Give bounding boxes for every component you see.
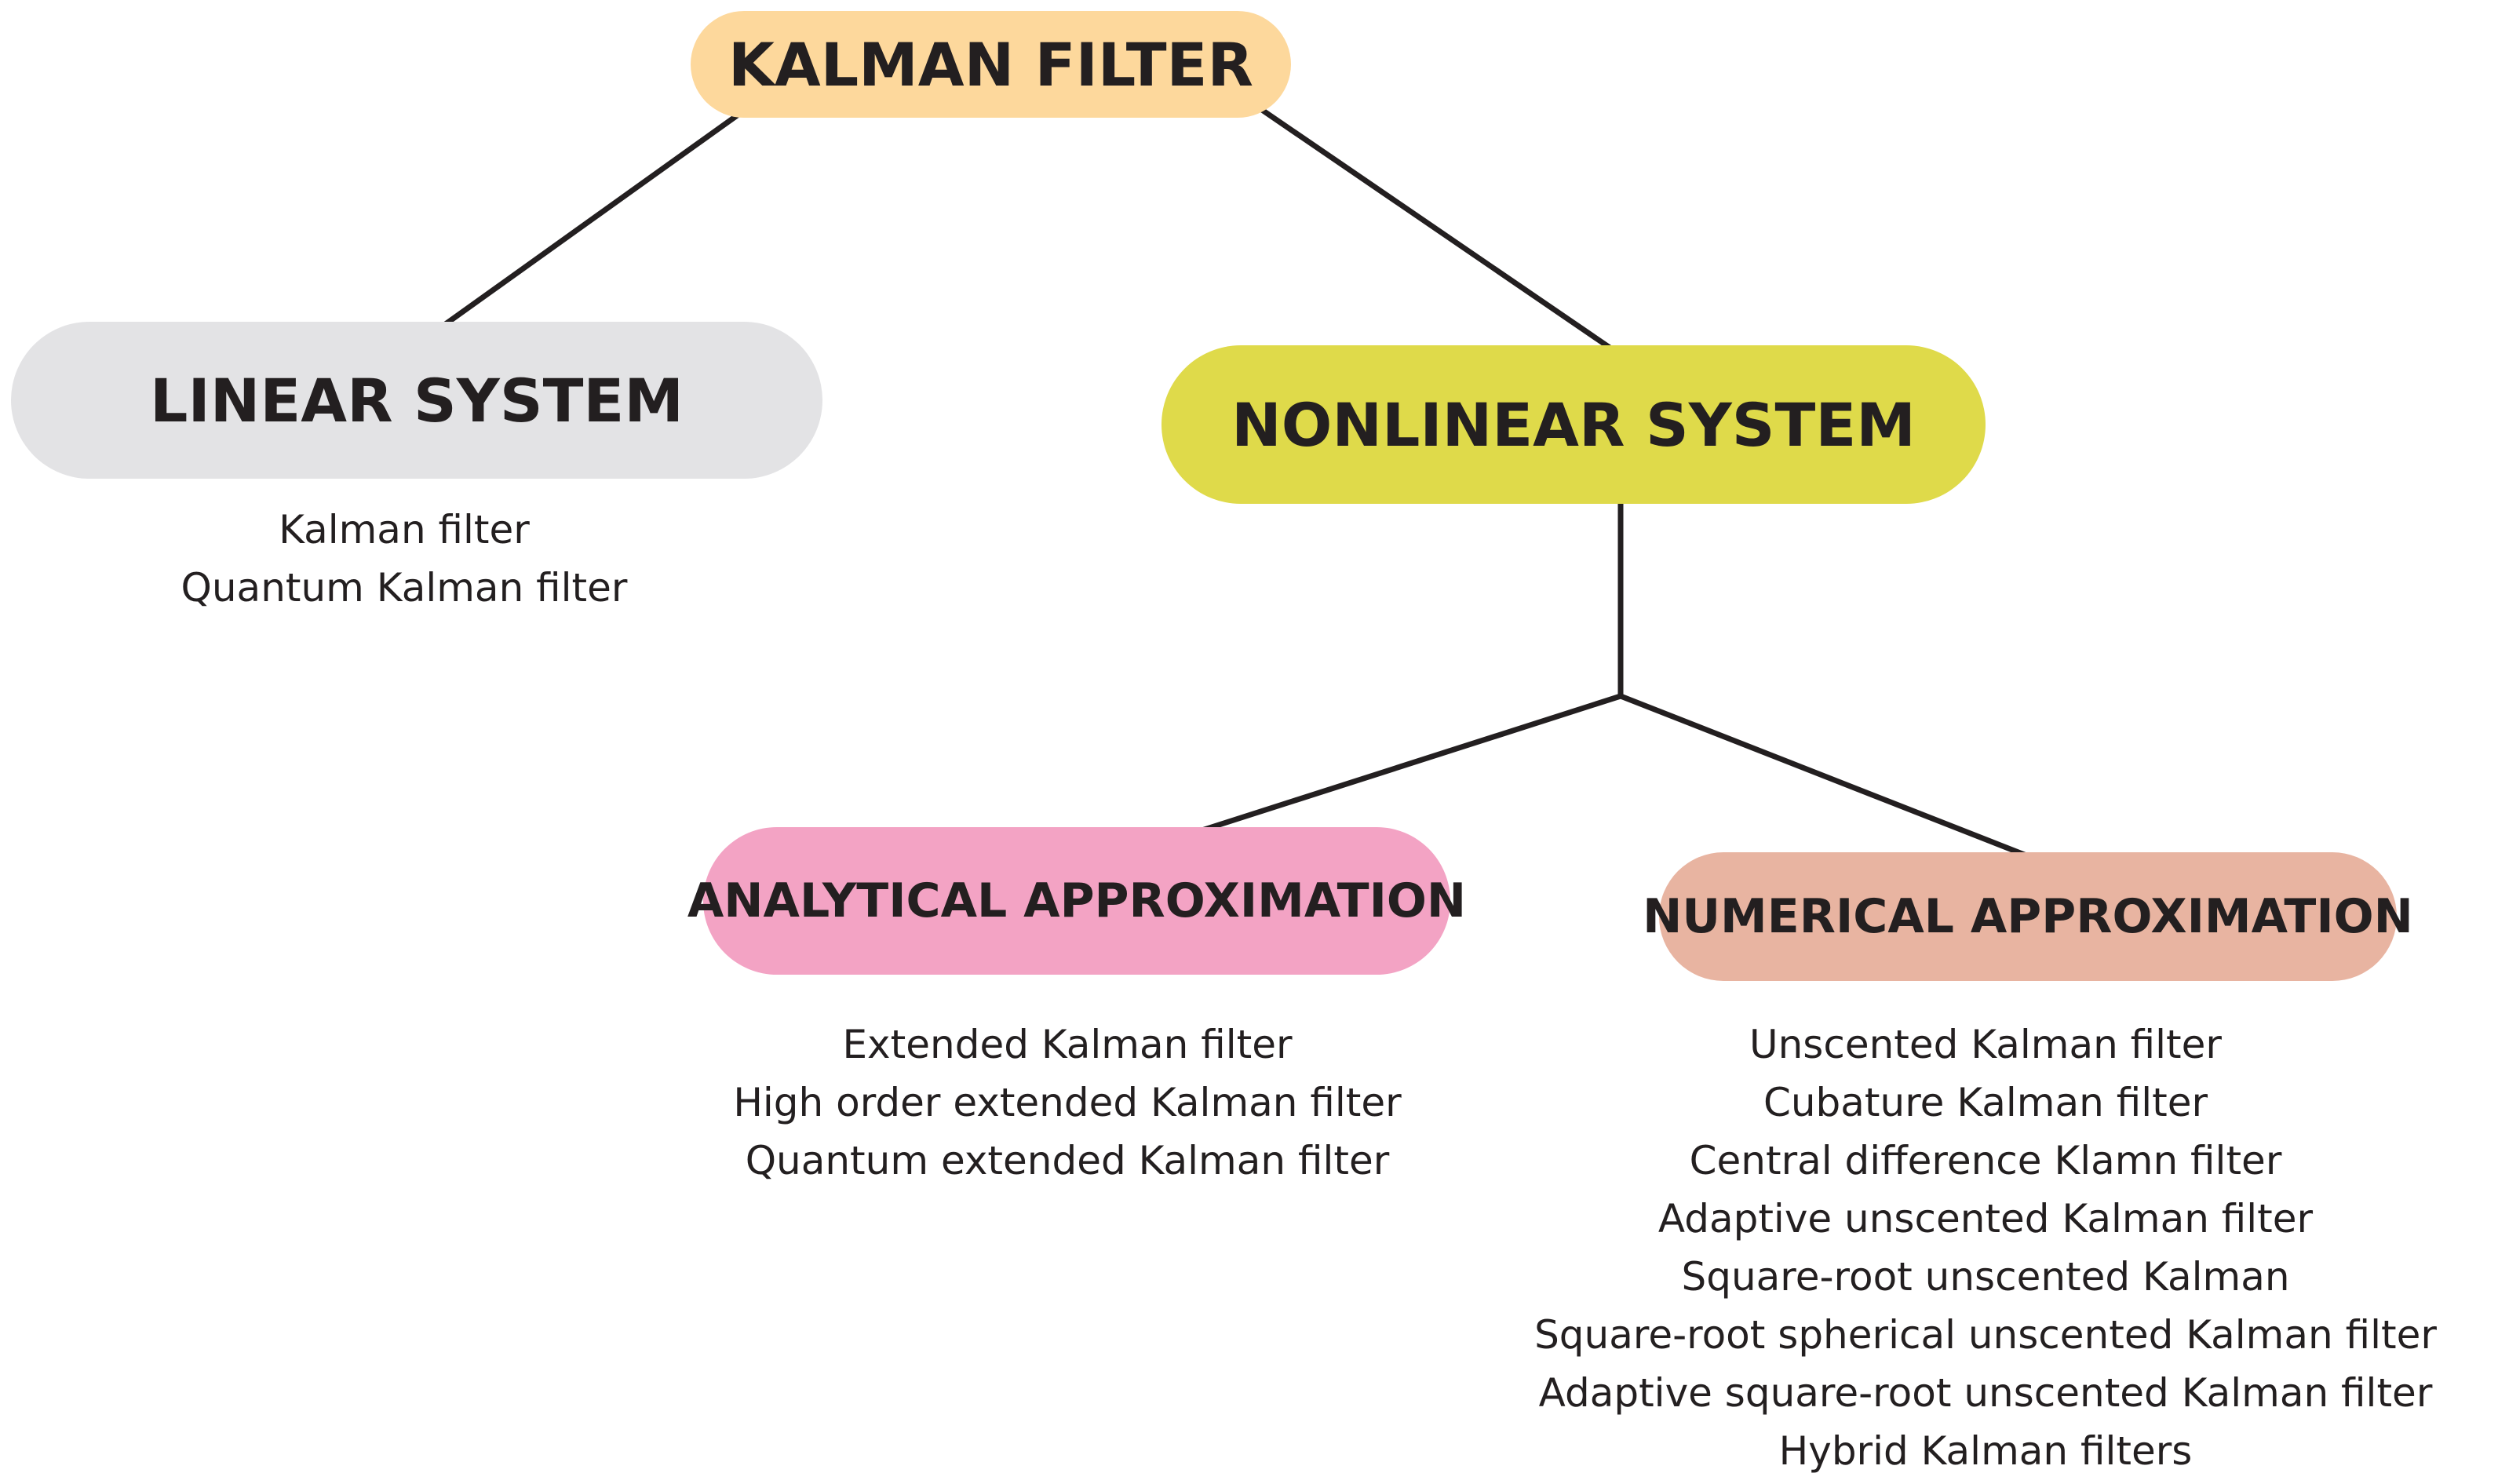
method-item: Adaptive square-root unscented Kalman fi… [1538,1370,2433,1416]
method-item: Quantum extended Kalman filter [745,1138,1390,1183]
edge-branch-to-analytical [1169,693,1624,843]
method-item: Cubature Kalman filter [1763,1080,2208,1125]
nonlinear-system-node: NONLINEAR SYSTEM [1161,345,1986,504]
kalman-filter-node: KALMAN FILTER [691,11,1291,118]
method-item: Unscented Kalman filter [1749,1022,2222,1067]
method-item: Hybrid Kalman filters [1778,1428,2193,1474]
method-item: Adaptive unscented Kalman filter [1657,1196,2314,1242]
edge-root-to-linear [432,109,745,334]
edge-root-to-nonlinear [1259,107,1622,357]
method-item: Square-root spherical unscented Kalman f… [1534,1312,2437,1358]
method-item: High order extended Kalman filter [733,1080,1402,1125]
linear-system-node: LINEAR SYSTEM [11,322,822,479]
method-item: Quantum Kalman filter [181,565,628,611]
method-item: Kalman filter [279,507,530,552]
method-item: Central difference Klamn filter [1689,1138,2282,1183]
analytical-approximation-node: ANALYTICAL APPROXIMATION [687,827,1466,975]
numerical-approximation-node: NUMERICAL APPROXIMATION [1643,852,2413,981]
method-item: Square-root unscented Kalman [1681,1254,2290,1300]
method-item: Extended Kalman filter [842,1022,1293,1067]
edge-branch-to-numerical [1617,693,2029,859]
